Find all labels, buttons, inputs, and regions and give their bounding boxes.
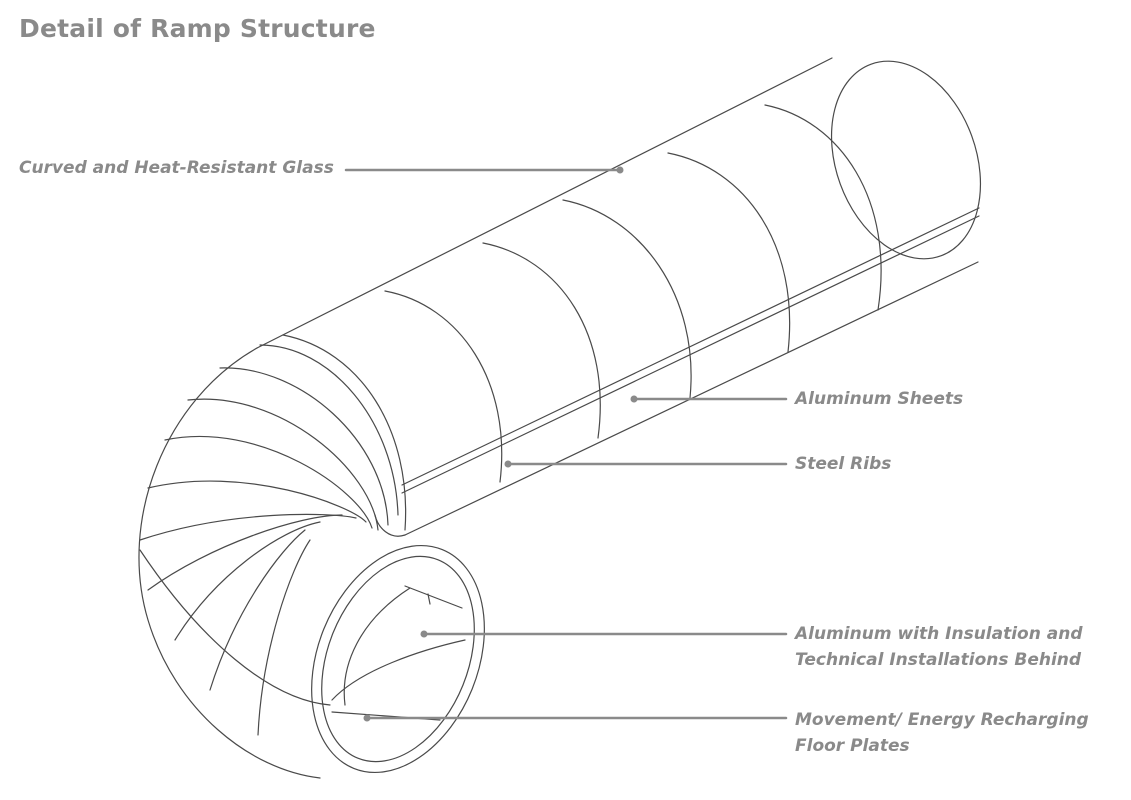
label-line: Movement/ Energy Recharging — [795, 710, 1089, 730]
rib — [482, 242, 601, 439]
interior-panel — [427, 593, 431, 605]
rib — [164, 435, 373, 529]
interior-panel — [404, 585, 463, 609]
rib — [257, 539, 311, 736]
open-end-outer-rim — [311, 544, 485, 774]
rib — [259, 344, 399, 516]
rib — [384, 290, 503, 483]
rib — [764, 104, 882, 311]
label-line: Aluminum Sheets — [795, 389, 964, 409]
rib — [139, 513, 357, 541]
label-line: Floor Plates — [795, 736, 910, 756]
leader-floor-plates-dot — [363, 714, 371, 722]
rib — [562, 199, 692, 399]
label-steel-ribs: Steel Ribs — [795, 451, 891, 477]
tube-top-edge — [256, 57, 833, 349]
label-line: Steel Ribs — [795, 454, 892, 474]
end-ring — [830, 60, 982, 260]
diagram-title: Detail of Ramp Structure — [19, 14, 376, 43]
label-line: Aluminum with Insulation and — [795, 624, 1083, 644]
leader-steel-ribs-dot — [504, 460, 512, 468]
leader-aluminum-insulation-dot — [420, 630, 428, 638]
elbow-floor-seam — [139, 549, 331, 706]
elbow-outer — [138, 347, 321, 779]
leader-glass-dot — [616, 166, 624, 174]
open-end-inner-rim — [321, 555, 475, 763]
rib — [667, 152, 791, 353]
rib — [219, 367, 389, 526]
leader-aluminum-sheets-dot — [630, 395, 638, 403]
floor-seam-upper — [401, 207, 980, 486]
rib — [147, 480, 367, 523]
label-line: Curved and Heat-Resistant Glass — [19, 158, 334, 178]
rib — [282, 334, 407, 531]
interior-curve — [343, 587, 411, 706]
label-aluminum-insulation: Aluminum with Insulation and Technical I… — [795, 621, 1083, 673]
label-aluminum-sheets: Aluminum Sheets — [795, 386, 963, 412]
elbow-inner — [374, 514, 406, 537]
label-glass: Curved and Heat-Resistant Glass — [19, 155, 334, 181]
rib — [187, 398, 379, 531]
interior-floor-line — [331, 639, 466, 701]
label-floor-plates: Movement/ Energy Recharging Floor Plates — [795, 707, 1089, 759]
rib — [147, 514, 343, 591]
rib — [209, 529, 306, 691]
label-line: Technical Installations Behind — [795, 650, 1082, 670]
